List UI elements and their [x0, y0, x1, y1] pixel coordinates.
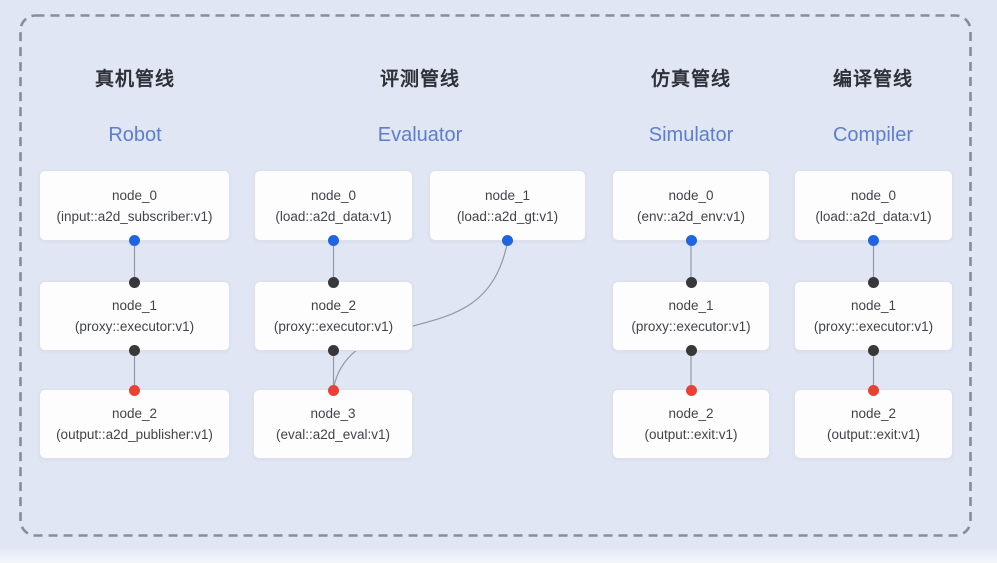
- node-type: (input::a2d_subscriber:v1): [56, 208, 213, 224]
- node-compiler-1: node_1 (proxy::executor:v1): [794, 276, 953, 356]
- output-port-dot: [868, 344, 879, 356]
- node-type: (proxy::executor:v1): [813, 319, 934, 334]
- node-simulator-1: node_1 (proxy::executor:v1): [612, 276, 770, 356]
- node-name: node_0: [310, 187, 357, 203]
- node-evaluator-2: node_2 (proxy::executor:v1): [254, 276, 413, 356]
- output-port-dot: [129, 344, 140, 356]
- output-port-dot: [129, 234, 140, 246]
- node-name: node_2: [668, 406, 714, 421]
- node-type: (output::a2d_publisher:v1): [56, 427, 213, 442]
- node-type: (proxy::executor:v1): [74, 319, 195, 334]
- node-name: node_2: [111, 406, 158, 421]
- node-robot-0: node_0 (input::a2d_subscriber:v1): [39, 170, 230, 246]
- node-type: (proxy::executor:v1): [273, 319, 394, 334]
- node-evaluator-0: node_0 (load::a2d_data:v1): [254, 170, 413, 246]
- pipeline-title-evaluator: 评测管线: [379, 69, 461, 90]
- pipeline-title-simulator: 仿真管线: [650, 69, 732, 90]
- dashed-frame: [19, 14, 972, 537]
- input-port-dot: [685, 276, 697, 288]
- input-port-dot: [685, 384, 697, 396]
- node-name: node_2: [850, 406, 897, 421]
- input-port-dot: [327, 384, 339, 396]
- node-name: node_0: [850, 187, 897, 203]
- pipeline-subtitle-evaluator: Evaluator: [377, 124, 463, 146]
- node-name: node_0: [668, 187, 714, 203]
- node-type: (output::exit:v1): [826, 427, 921, 442]
- input-port-dot: [129, 384, 140, 396]
- pipeline-subtitle-compiler: Compiler: [832, 124, 914, 146]
- edge-eval-n1-n3-curve: [332, 241, 509, 390]
- output-port-dot: [328, 344, 339, 356]
- node-type: (output::exit:v1): [644, 427, 738, 442]
- node-type: (load::a2d_gt:v1): [456, 208, 559, 224]
- node-type: (proxy::executor:v1): [631, 319, 751, 334]
- node-compiler-2: node_2 (output::exit:v1): [794, 384, 953, 459]
- input-port-dot: [129, 276, 140, 288]
- node-name: node_1: [668, 298, 714, 313]
- output-port-dot: [685, 344, 697, 356]
- node-name: node_1: [111, 298, 158, 313]
- node-simulator-0: node_0 (env::a2d_env:v1): [612, 170, 770, 246]
- node-type: (load::a2d_data:v1): [815, 208, 932, 224]
- input-port-dot: [868, 384, 879, 396]
- input-port-dot: [328, 276, 339, 288]
- pipeline-subtitle-robot: Robot: [108, 124, 162, 146]
- node-robot-1: node_1 (proxy::executor:v1): [39, 276, 230, 356]
- output-port-dot: [328, 234, 339, 246]
- node-name: node_1: [484, 187, 531, 203]
- output-port-dot: [685, 234, 697, 246]
- node-name: node_0: [111, 187, 158, 203]
- node-robot-2: node_2 (output::a2d_publisher:v1): [39, 384, 230, 459]
- node-name: node_3: [310, 406, 356, 421]
- node-evaluator-1: node_1 (load::a2d_gt:v1): [429, 170, 586, 246]
- input-port-dot: [868, 276, 879, 288]
- node-name: node_2: [310, 298, 357, 313]
- pipeline-title-compiler: 编译管线: [832, 69, 914, 90]
- pipeline-subtitle-simulator: Simulator: [648, 124, 734, 146]
- output-port-dot: [868, 234, 879, 246]
- node-type: (env::a2d_env:v1): [636, 208, 746, 224]
- node-simulator-2: node_2 (output::exit:v1): [612, 384, 770, 459]
- node-evaluator-3: node_3 (eval::a2d_eval:v1): [253, 384, 413, 459]
- node-type: (load::a2d_data:v1): [275, 208, 392, 224]
- output-port-dot: [502, 234, 513, 246]
- node-compiler-0: node_0 (load::a2d_data:v1): [794, 170, 953, 246]
- pipeline-title-robot: 真机管线: [94, 69, 176, 90]
- node-name: node_1: [850, 298, 897, 313]
- node-type: (eval::a2d_eval:v1): [275, 427, 391, 442]
